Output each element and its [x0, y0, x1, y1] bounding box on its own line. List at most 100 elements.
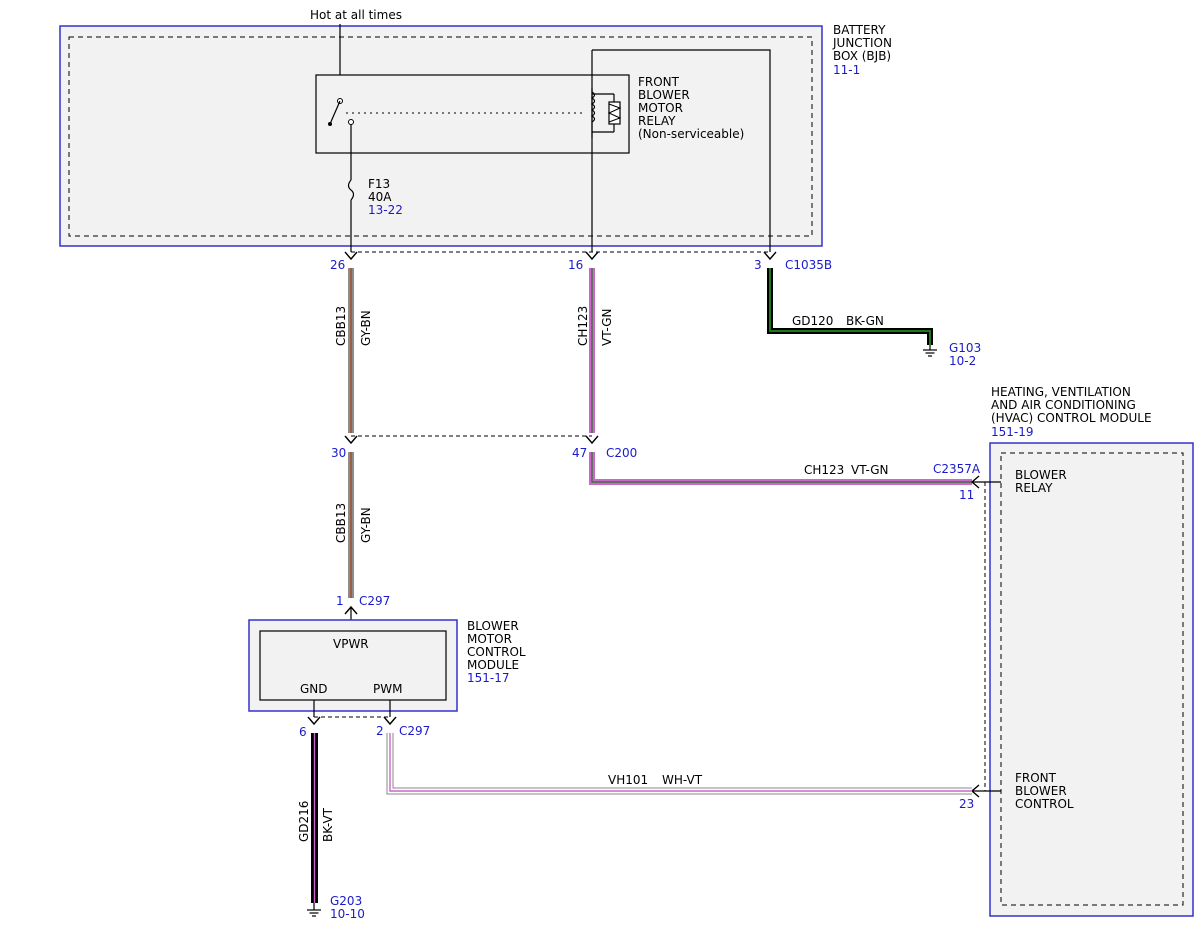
blower-relay-label-line-2: RELAY	[1015, 481, 1053, 495]
wire-cbb13-lower	[348, 452, 354, 598]
gd216-color: BK-VT	[321, 807, 335, 842]
wire-cbb13-upper	[348, 268, 354, 433]
gnd-label: GND	[300, 682, 328, 696]
wire-gd120-stripe	[769, 268, 931, 345]
hvac-title-line-2: AND AIR CONDITIONING	[991, 398, 1136, 412]
relay-label-line-5: (Non-serviceable)	[638, 127, 744, 141]
relay-no-contact	[348, 119, 354, 125]
front-blower-label-line-1: FRONT	[1015, 771, 1057, 785]
hvac-outline	[989, 442, 1194, 917]
cbb13-lower-color: GY-BN	[359, 507, 373, 543]
c297-pin2-symbol	[383, 716, 397, 726]
pin-6: 6	[299, 725, 307, 739]
hvac-title-line-1: HEATING, VENTILATION	[991, 385, 1131, 399]
hvac-title-line-3: (HVAC) CONTROL MODULE	[991, 411, 1152, 425]
ground-g103-symbol	[923, 345, 937, 357]
bjb-title-line-2: JUNCTION	[832, 36, 892, 50]
pin-26: 26	[330, 258, 345, 272]
bmcm-title-line-4: MODULE	[467, 658, 519, 672]
hvac-ref[interactable]: 151-19	[991, 425, 1034, 439]
pin-23: 23	[959, 797, 974, 811]
bmcm-title-line-3: CONTROL	[467, 645, 526, 659]
bmcm-title-line-2: MOTOR	[467, 632, 512, 646]
g103-name[interactable]: G103	[949, 341, 981, 355]
cbb13-lower-circuit: CBB13	[334, 503, 348, 543]
c200-pin30-symbol	[344, 435, 358, 445]
c297-top-label[interactable]: C297	[359, 594, 390, 608]
gd120-color: BK-GN	[846, 314, 884, 328]
fuse-rating: 40A	[368, 190, 392, 204]
relay-coil-to-pin3-wire	[592, 49, 771, 252]
relay-resistor	[608, 101, 621, 125]
bmcm-ref[interactable]: 151-17	[467, 671, 510, 685]
bjb-ref[interactable]: 11-1	[833, 63, 860, 77]
c1035b-pin26-symbol	[344, 251, 358, 261]
c200-pin47-symbol	[585, 435, 599, 445]
pwm-label: PWM	[373, 682, 402, 696]
bjb-dashed-inner	[68, 36, 813, 237]
front-blower-label-line-3: CONTROL	[1015, 797, 1074, 811]
g203-ref[interactable]: 10-10	[330, 907, 365, 921]
relay-label-line-1: FRONT	[638, 75, 680, 89]
relay-resistor-zigzag	[607, 103, 622, 123]
front-blower-motor-relay: FRONT BLOWER MOTOR RELAY (Non-serviceabl…	[315, 74, 744, 154]
pin-3: 3	[754, 258, 762, 272]
c1035b-pin16-symbol	[585, 251, 599, 261]
ch123-hvac-circuit: CH123	[804, 463, 844, 477]
pin-30: 30	[331, 446, 346, 460]
relay-box	[315, 74, 630, 154]
fuse-name: F13	[368, 177, 390, 191]
hvac-control-module: HEATING, VENTILATION AND AIR CONDITIONIN…	[989, 385, 1194, 917]
pin-1: 1	[336, 594, 344, 608]
ch123-hvac-color: VT-GN	[851, 463, 888, 477]
vpwr-label: VPWR	[333, 637, 369, 651]
c1035b-label[interactable]: C1035B	[785, 258, 832, 272]
blower-relay-label-line-1: BLOWER	[1015, 468, 1067, 482]
pin-2: 2	[376, 724, 384, 738]
relay-label-line-3: MOTOR	[638, 101, 683, 115]
gd120-circuit: GD120	[792, 314, 833, 328]
wire-ch123-hvac-stripe	[591, 452, 972, 483]
wire-gd216	[311, 733, 318, 903]
hvac-dashed-inner	[1000, 452, 1184, 906]
vh101-color: WH-VT	[662, 773, 703, 787]
wire-ch123-hvac-body	[589, 452, 972, 485]
hot-at-all-times-label: Hot at all times	[310, 8, 402, 22]
c297-pin6-symbol	[307, 716, 321, 726]
fuse-ref[interactable]: 13-22	[368, 203, 403, 217]
wire-vh101	[386, 733, 972, 795]
wire-gd120-body	[767, 268, 933, 345]
c200-label[interactable]: C200	[606, 446, 637, 460]
ch123-upper-circuit: CH123	[576, 306, 590, 346]
fuse-f13-symbol	[347, 179, 355, 201]
pin-47: 47	[572, 446, 587, 460]
bjb-title-line-3: BOX (BJB)	[833, 49, 891, 63]
wire-vh101-stripe	[389, 733, 972, 792]
relay-switch-arm	[329, 100, 341, 125]
g203-name[interactable]: G203	[330, 894, 362, 908]
g103-ref[interactable]: 10-2	[949, 354, 976, 368]
c2357a-pin11-symbol	[970, 475, 980, 489]
gd216-circuit: GD216	[297, 801, 311, 842]
relay-label-line-2: BLOWER	[638, 88, 690, 102]
ground-g203-symbol	[307, 903, 321, 917]
ch123-upper-color: VT-GN	[600, 309, 614, 346]
blower-motor-control-module: VPWR GND PWM BLOWER MOTOR CONTROL MODULE…	[248, 619, 526, 712]
bjb-title-line-1: BATTERY	[833, 23, 886, 37]
relay-label-line-4: RELAY	[638, 114, 676, 128]
wire-gd120	[767, 268, 933, 345]
c1035b-pin3-symbol	[763, 251, 777, 261]
wire-ch123-upper	[589, 268, 595, 433]
c297-bottom-label[interactable]: C297	[399, 724, 430, 738]
bmcm-title-line-1: BLOWER	[467, 619, 519, 633]
pin-16: 16	[568, 258, 583, 272]
front-blower-label-line-2: BLOWER	[1015, 784, 1067, 798]
cbb13-upper-circuit: CBB13	[334, 306, 348, 346]
relay-coil	[590, 91, 596, 123]
c2357a-label[interactable]: C2357A	[933, 462, 981, 476]
wire-ch123-hvac	[589, 452, 972, 485]
bmcm-inner	[259, 630, 447, 701]
pin-11: 11	[959, 488, 974, 502]
